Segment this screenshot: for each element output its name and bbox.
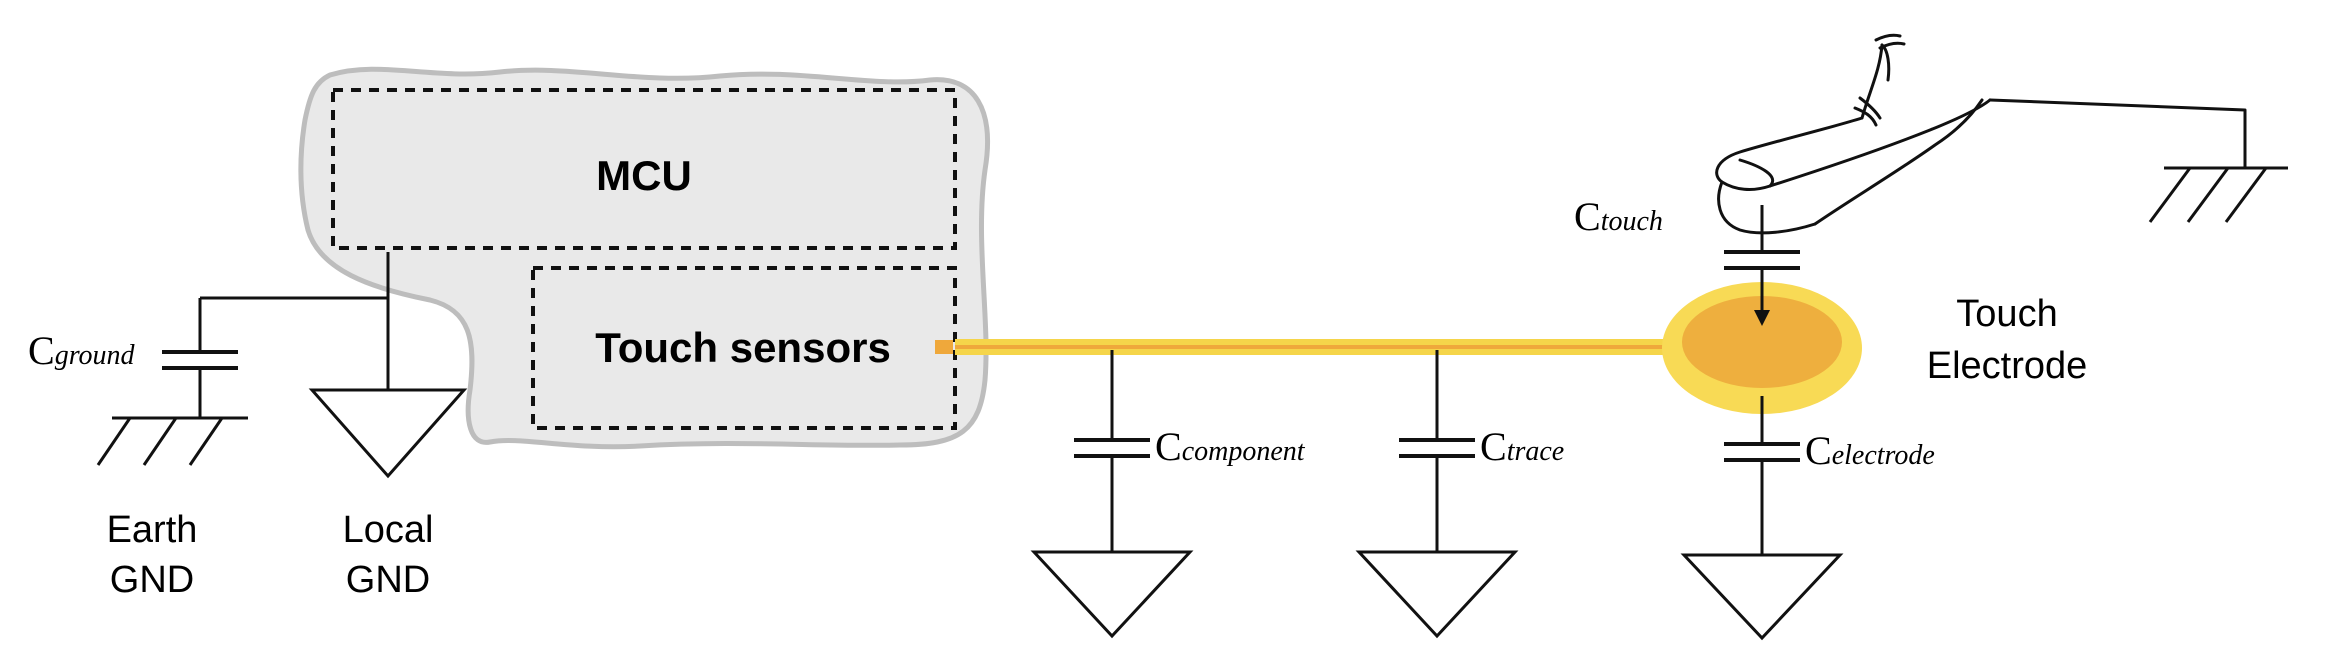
component-ground-symbol: [1030, 550, 1194, 639]
c-trace-label: Ctrace: [1480, 424, 1564, 469]
trace-ground-symbol: [1355, 550, 1519, 639]
c-component-label: Ccomponent: [1155, 424, 1306, 469]
touch-electrode-label-line1: Touch: [1956, 293, 2057, 335]
c-electrode-label: Celectrode: [1805, 428, 1935, 473]
mcu-label: MCU: [596, 152, 692, 199]
c-touch-label: Ctouch: [1574, 194, 1663, 239]
mcu-block: [331, 88, 957, 250]
hand-earth-ground-symbol: [2148, 166, 2288, 223]
local-gnd-label-line1: Local: [343, 509, 434, 551]
c-component-capacitor: [1074, 350, 1150, 552]
earth-gnd-label-line2: GND: [110, 559, 194, 601]
electrode-ground-symbol: [1680, 553, 1844, 641]
sensor-pad: [935, 340, 953, 354]
c-ground-label: Cground: [28, 328, 136, 373]
earth-ground-symbol: [96, 416, 248, 466]
earth-gnd-label-line1: Earth: [107, 509, 198, 551]
c-electrode-capacitor: [1724, 396, 1800, 555]
touch-sensors-block: [531, 266, 957, 430]
c-touch-capacitor: [1724, 205, 1800, 326]
c-ground-capacitor: [162, 350, 238, 418]
hand-sketch: [1715, 33, 2247, 235]
touch-sensors-label: Touch sensors: [595, 324, 891, 371]
touch-electrode-label-line2: Electrode: [1927, 345, 2088, 387]
board-outline: [298, 66, 991, 450]
local-ground-symbol: [308, 388, 468, 479]
local-gnd-label-line2: GND: [346, 559, 430, 601]
c-trace-capacitor: [1399, 350, 1475, 552]
touch-electrode-inner: [1682, 296, 1842, 388]
ground-wiring: [198, 252, 390, 390]
